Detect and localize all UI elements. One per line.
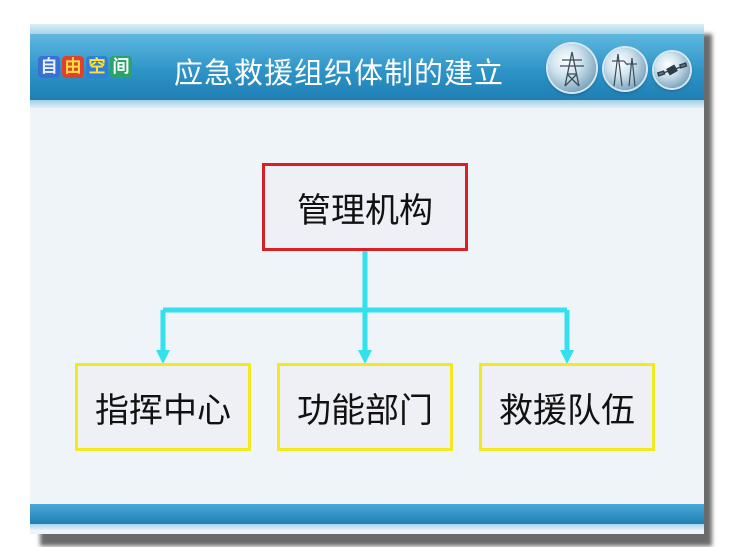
power-lines-icon <box>604 48 646 90</box>
node-management-body-label: 管理机构 <box>297 190 433 231</box>
node-management-body: 管理机构 <box>262 163 468 251</box>
arrowhead-2 <box>358 350 372 364</box>
footer-band <box>30 504 704 524</box>
satellite-icon <box>654 52 690 88</box>
arrowhead-1 <box>156 350 170 364</box>
arrowhead-3 <box>560 350 574 364</box>
power-tower-icon <box>548 44 596 92</box>
connector-lines <box>156 251 574 364</box>
node-rescue-teams: 救援队伍 <box>479 363 655 451</box>
header-bottom-strip <box>30 100 704 108</box>
logo-char-3: 空 <box>86 56 108 78</box>
node-rescue-teams-label: 救援队伍 <box>499 390 635 431</box>
node-command-center: 指挥中心 <box>75 363 251 451</box>
logo-char-4: 间 <box>110 56 132 78</box>
logo-char-2: 由 <box>62 56 84 78</box>
slide: 自 由 空 间 应急救援组织体制的建立 <box>30 24 704 534</box>
footer-banner <box>30 504 704 534</box>
header-top-strip <box>30 24 704 34</box>
logo: 自 由 空 间 <box>38 54 132 80</box>
logo-char-1: 自 <box>38 56 60 78</box>
footer-strip <box>30 524 704 530</box>
node-functional-departments: 功能部门 <box>277 363 453 451</box>
node-command-center-label: 指挥中心 <box>95 390 231 431</box>
node-functional-departments-label: 功能部门 <box>297 390 433 431</box>
header-banner: 自 由 空 间 应急救援组织体制的建立 <box>30 24 704 110</box>
slide-title: 应急救援组织体制的建立 <box>174 56 505 90</box>
